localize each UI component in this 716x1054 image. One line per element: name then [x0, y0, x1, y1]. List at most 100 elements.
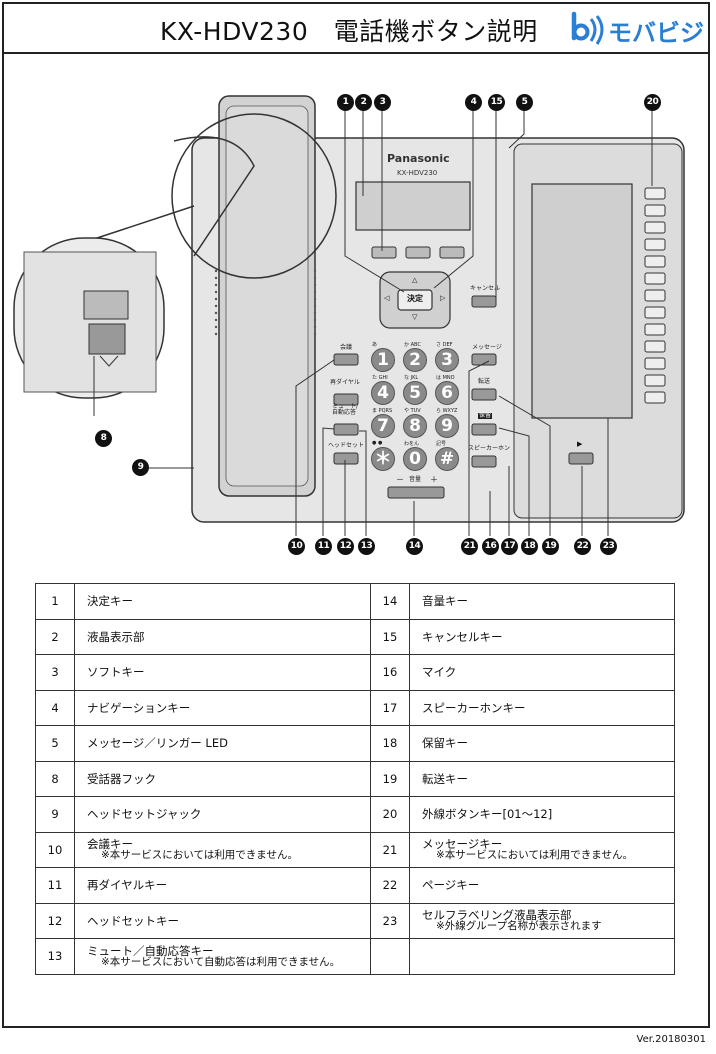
- redial-key-label: 再ダイヤル: [330, 379, 360, 386]
- keypad-key-7: 7: [371, 414, 395, 438]
- part-number-cell: 8: [35, 760, 75, 797]
- keypad-key-3: 3: [435, 348, 459, 372]
- part-name: ソフトキー: [87, 665, 145, 680]
- volume-minus-label: －: [396, 475, 404, 484]
- part-number-cell: 18: [370, 725, 410, 762]
- callout-badge: 18: [521, 538, 538, 555]
- part-note: ※本サービスにおいて自動応答は利用できません。: [101, 955, 341, 968]
- part-number-cell: [370, 938, 410, 975]
- part-name-cell: 決定キー: [74, 583, 371, 620]
- callout-badge: 22: [574, 538, 591, 555]
- keypad-key-9: 9: [435, 414, 459, 438]
- keypad-sup-2: か ABC: [404, 342, 421, 348]
- part-name-cell: スピーカーホンキー: [409, 689, 675, 726]
- page-title: KX-HDV230 電話機ボタン説明: [160, 17, 538, 46]
- phone-model: KX-HDV230: [397, 169, 438, 177]
- keypad-sup-star: ● ●: [372, 440, 383, 446]
- keypad-sup-7: ま PQRS: [372, 408, 393, 414]
- keypad-key-star: ＊: [371, 447, 395, 471]
- part-number-cell: 11: [35, 867, 75, 904]
- keypad-sup-6: は MNO: [436, 375, 455, 381]
- part-number-cell: 10: [35, 831, 75, 868]
- keypad-sup-5: な JKL: [404, 375, 419, 381]
- part-name: 転送キー: [422, 771, 468, 786]
- part-number-cell: 20: [370, 796, 410, 833]
- part-name-cell: セルフラベリング液晶表示部※外線グループ名称が表示されます: [409, 902, 675, 939]
- part-name: ページキー: [422, 878, 480, 893]
- header: KX-HDV230 電話機ボタン説明 モバビジ: [4, 4, 708, 54]
- brand-logo: モバビジ: [570, 11, 706, 47]
- speaker-key-label: スピーカーホン: [468, 445, 511, 452]
- part-number-cell: 5: [35, 725, 75, 762]
- part-name-cell: キャンセルキー: [409, 618, 675, 655]
- part-number-cell: 4: [35, 689, 75, 726]
- keypad-key-6: 6: [435, 381, 459, 405]
- callout-badge: 5: [516, 94, 533, 111]
- keypad-key-1: 1: [371, 348, 395, 372]
- callout-badge: 1: [337, 94, 354, 111]
- part-name-cell: 転送キー: [409, 760, 675, 797]
- nav-up-arrow-icon: △: [412, 276, 418, 284]
- part-name: メッセージキー: [422, 837, 503, 852]
- part-name-cell: ソフトキー: [74, 654, 371, 691]
- part-name: キャンセルキー: [422, 629, 503, 644]
- keypad-sup-9: ら WXYZ: [436, 408, 458, 414]
- keypad-key-0: 0: [403, 447, 427, 471]
- keypad-key-2: 2: [403, 348, 427, 372]
- part-name: ナビゲーションキー: [87, 700, 191, 715]
- callout-badge: 11: [315, 538, 332, 555]
- part-name-cell: マイク: [409, 654, 675, 691]
- part-number-cell: 3: [35, 654, 75, 691]
- callout-badge: 23: [600, 538, 617, 555]
- keypad-key-4: 4: [371, 381, 395, 405]
- part-note: ※本サービスにおいては利用できません。: [101, 849, 298, 862]
- keypad-key-hash: #: [435, 447, 459, 471]
- part-number-cell: 15: [370, 618, 410, 655]
- hold-key-label: 保留: [478, 412, 493, 419]
- part-number-cell: 22: [370, 867, 410, 904]
- callout-badge: 17: [501, 538, 518, 555]
- callout-badge: 4: [465, 94, 482, 111]
- keypad-sup-0: わをん: [404, 441, 420, 447]
- part-number-cell: 21: [370, 831, 410, 868]
- phone-diagram: Panasonic KX-HDV230 決定 △ ▽ ◁ ▷ キャンセル 会議 …: [4, 56, 708, 576]
- keypad-key-5: 5: [403, 381, 427, 405]
- part-name-cell: 受話器フック: [74, 760, 371, 797]
- part-name-cell: 音量キー: [409, 583, 675, 620]
- part-note: ※本サービスにおいては利用できません。: [436, 849, 633, 862]
- volume-key-label: 音量: [409, 476, 422, 483]
- callout-badge: 8: [95, 430, 112, 447]
- conference-key-label: 会議: [340, 344, 353, 351]
- part-number-cell: 2: [35, 618, 75, 655]
- cancel-key-label: キャンセル: [470, 285, 501, 292]
- part-name-cell: 保留キー: [409, 725, 675, 762]
- message-key-label: メッセージ: [472, 344, 502, 351]
- keypad-sup-hash: 記号: [436, 441, 447, 447]
- callout-badge: 14: [406, 538, 423, 555]
- part-name: ヘッドセットキー: [87, 913, 179, 928]
- part-number-cell: 1: [35, 583, 75, 620]
- part-name: 決定キー: [87, 594, 133, 609]
- part-number-cell: 9: [35, 796, 75, 833]
- nav-right-arrow-icon: ▷: [440, 294, 446, 302]
- part-name-cell: メッセージ／リンガー LED: [74, 725, 371, 762]
- volume-plus-label: ＋: [430, 475, 438, 484]
- part-name: 音量キー: [422, 594, 468, 609]
- part-note: ※外線グループ名称が表示されます: [436, 920, 602, 933]
- callout-badge: 10: [288, 538, 305, 555]
- part-name: セルフラベリング液晶表示部: [422, 908, 572, 923]
- part-name: ミュート／自動応答キー: [87, 943, 214, 958]
- part-name-cell: 再ダイヤルキー: [74, 867, 371, 904]
- part-name: ヘッドセットジャック: [87, 807, 202, 822]
- callout-badge: 15: [488, 94, 505, 111]
- part-name: 再ダイヤルキー: [87, 878, 168, 893]
- part-number-cell: 17: [370, 689, 410, 726]
- keypad-sup-4: た GHI: [372, 375, 388, 381]
